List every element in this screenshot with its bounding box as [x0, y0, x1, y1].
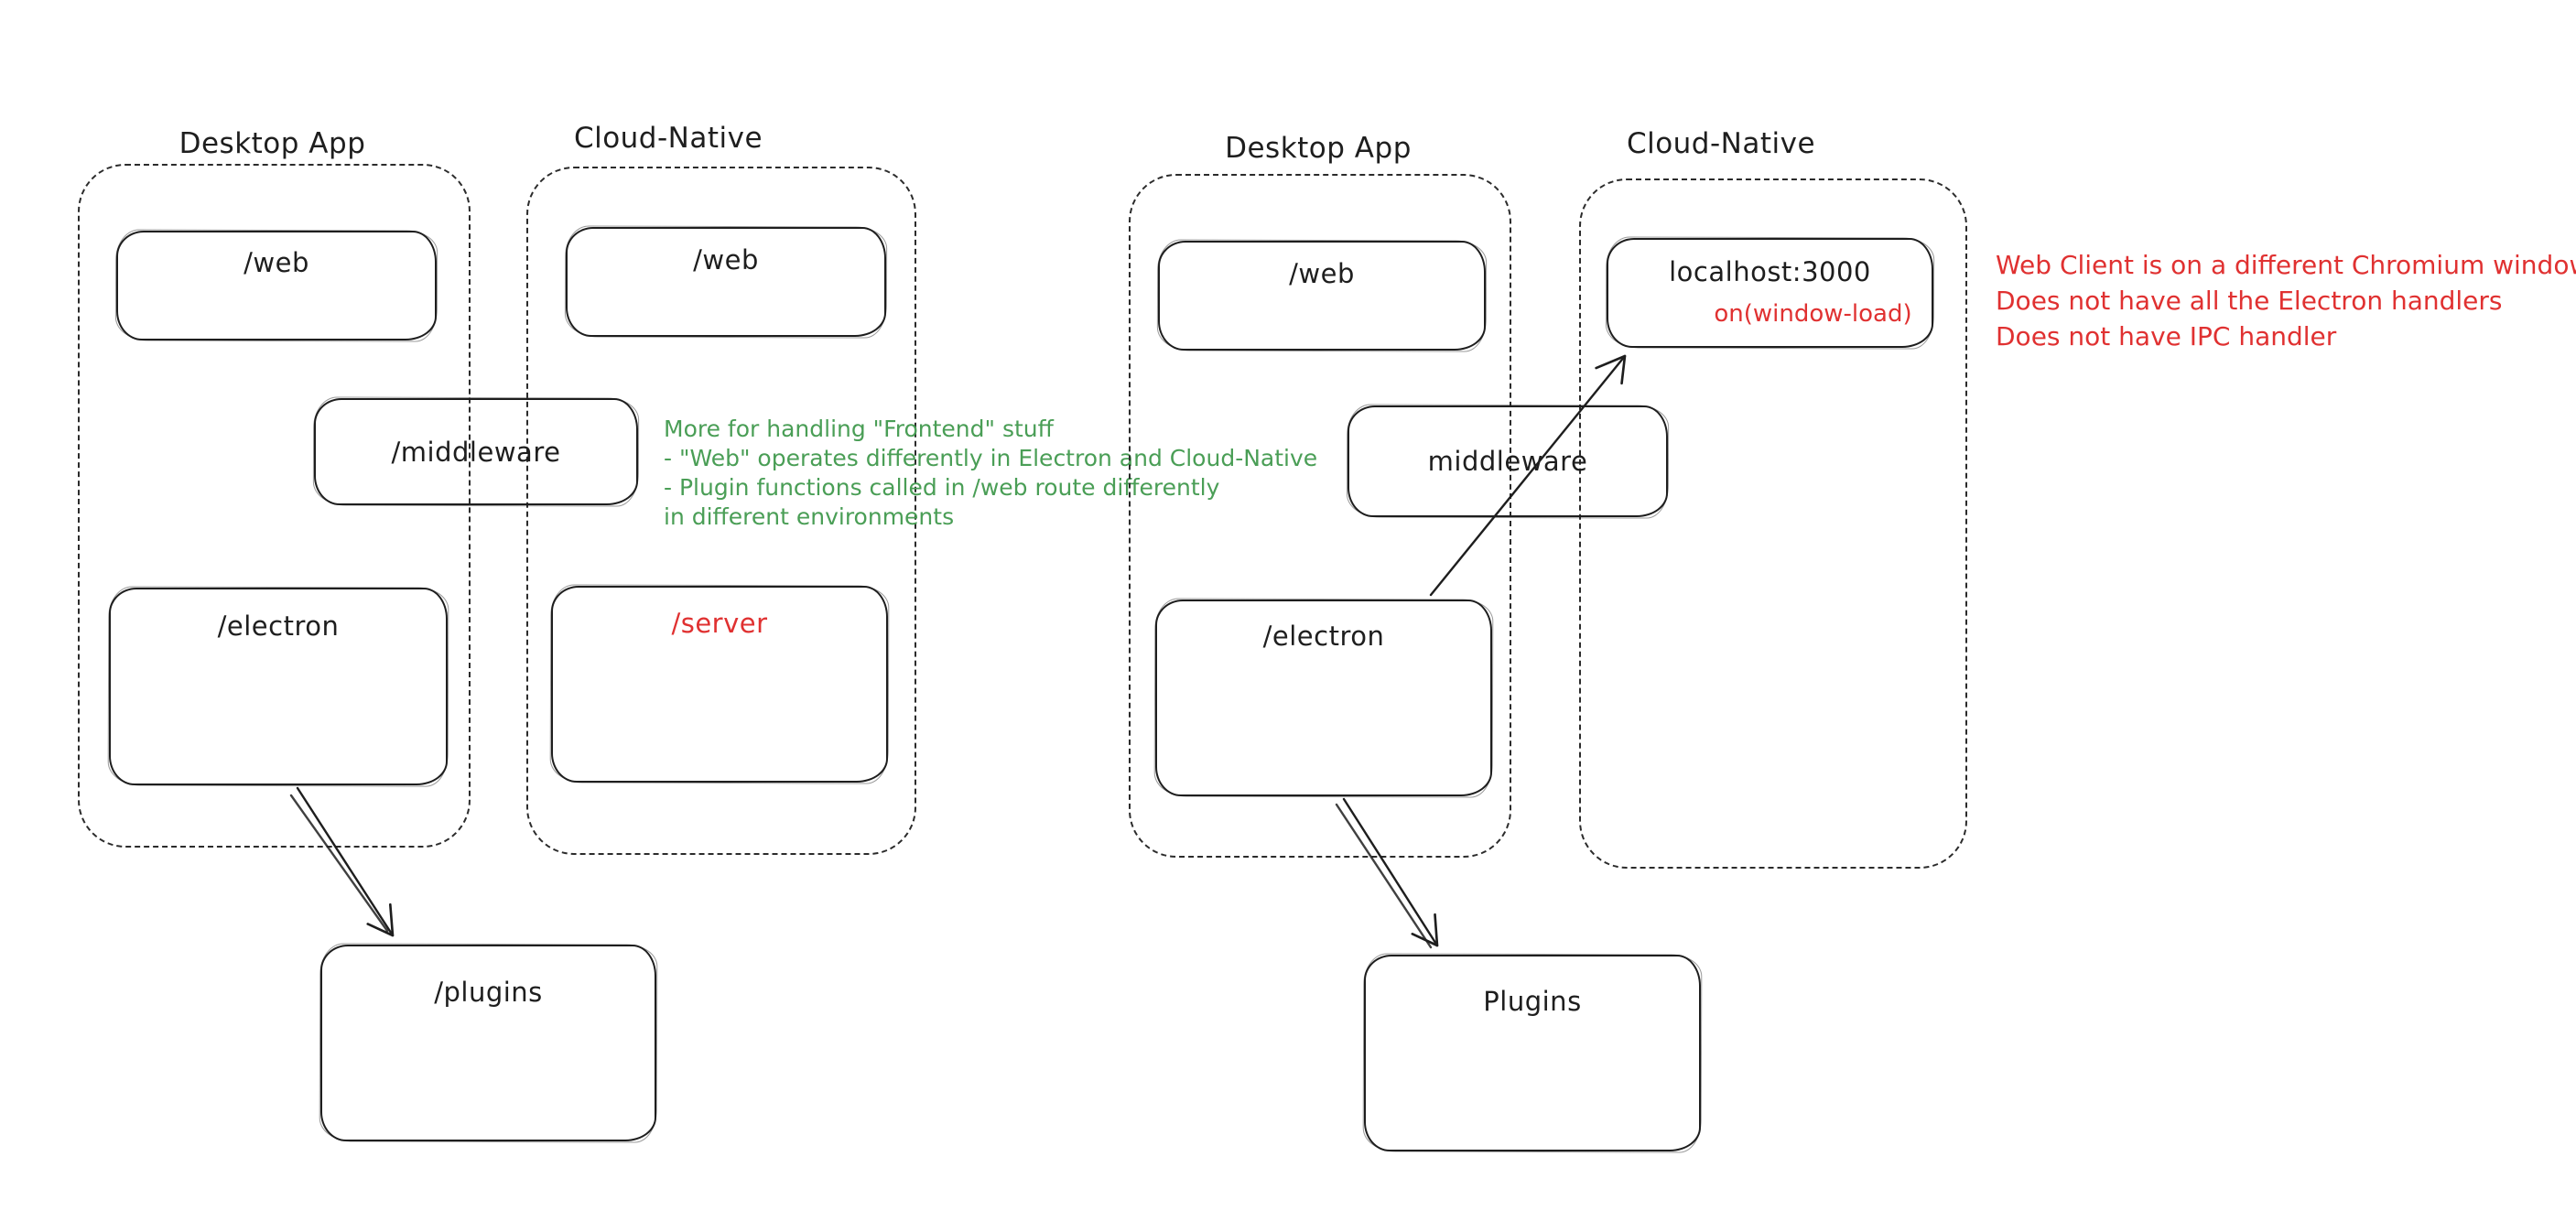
red-annotation-line: Web Client is on a different Chromium wi… — [1996, 250, 2576, 280]
left-server-box[interactable]: /server — [551, 586, 888, 783]
right-plugins-label: Plugins — [1483, 986, 1582, 1017]
red-annotation[interactable]: Web Client is on a different Chromium wi… — [1996, 247, 2576, 354]
left-electron-box[interactable]: /electron — [109, 588, 448, 785]
left-cloud-web-box[interactable]: /web — [566, 227, 886, 337]
left-desktop-web-label: /web — [244, 247, 309, 278]
left-electron-label: /electron — [217, 611, 340, 642]
red-annotation-line: Does not have IPC handler — [1996, 321, 2337, 351]
localhost-label: localhost:3000 — [1669, 256, 1871, 287]
left-plugins-box[interactable]: /plugins — [320, 945, 656, 1141]
right-desktop-app-title[interactable]: Desktop App — [1225, 132, 1412, 165]
left-server-label: /server — [671, 608, 768, 639]
green-annotation-line: in different environments — [664, 503, 955, 530]
right-electron-label: /electron — [1262, 621, 1385, 652]
left-plugins-label: /plugins — [434, 977, 543, 1008]
green-annotation-line: More for handling "Frontend" stuff — [664, 416, 1054, 442]
left-middleware-label: /middleware — [391, 436, 561, 468]
right-desktop-web-box[interactable]: /web — [1158, 241, 1486, 351]
green-annotation-line: - "Web" operates differently in Electron… — [664, 445, 1318, 471]
left-desktop-app-container[interactable] — [78, 164, 471, 848]
left-cloud-native-title[interactable]: Cloud-Native — [573, 122, 763, 155]
left-desktop-app-title[interactable]: Desktop App — [179, 127, 366, 160]
green-annotation-line: - Plugin functions called in /web route … — [664, 474, 1220, 501]
left-cloud-native-container[interactable] — [526, 167, 916, 855]
right-desktop-web-label: /web — [1289, 258, 1355, 289]
left-cloud-web-label: /web — [693, 244, 759, 276]
left-desktop-web-box[interactable]: /web — [116, 231, 437, 340]
right-middleware-label: middleware — [1427, 446, 1588, 477]
red-annotation-line: Does not have all the Electron handlers — [1996, 286, 2503, 316]
localhost-box[interactable]: localhost:3000 on(window-load) — [1607, 238, 1933, 348]
right-plugins-box[interactable]: Plugins — [1364, 955, 1701, 1151]
right-cloud-native-title[interactable]: Cloud-Native — [1626, 127, 1816, 160]
right-electron-box[interactable]: /electron — [1155, 600, 1492, 796]
window-load-label: on(window-load) — [1714, 300, 1912, 328]
left-middleware-box[interactable]: /middleware — [314, 398, 638, 505]
green-annotation[interactable]: More for handling "Frontend" stuff - "We… — [664, 415, 1317, 532]
right-middleware-box[interactable]: middleware — [1348, 405, 1668, 517]
